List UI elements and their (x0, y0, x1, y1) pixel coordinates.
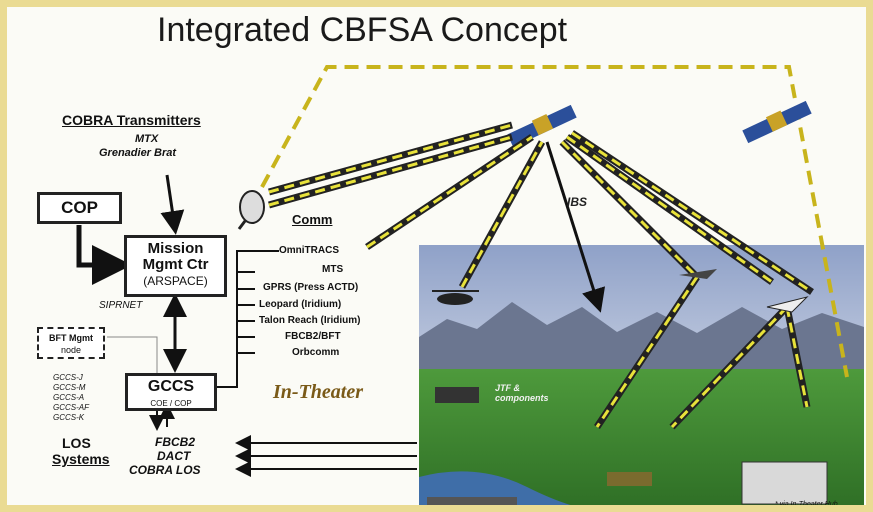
los-line-2: Systems (52, 451, 110, 467)
jtf-label: JTF & components (495, 383, 549, 403)
satellite-icon (507, 104, 577, 148)
cobra-line-2: Grenadier Brat (99, 147, 177, 159)
gccs-variant: GCCS-J (53, 373, 83, 382)
bft-mgmt-box: BFT Mgmt node (37, 327, 105, 359)
comm-link-item: Orbcomm (292, 347, 340, 358)
jet-icon (679, 269, 717, 279)
comm-link-item: GPRS (Press ACTD) (263, 282, 359, 293)
cobra-heading: COBRA Transmitters (62, 112, 201, 128)
footnote: * via In-Theater Hub (775, 501, 838, 508)
mission-line-3: (ARSPACE) (143, 274, 208, 288)
diagram-title: Integrated CBFSA Concept (157, 11, 568, 49)
los-link-item: COBRA LOS (129, 463, 201, 477)
mission-line-2: Mgmt Ctr (142, 256, 209, 273)
ibs-label: IBS (567, 195, 588, 209)
los-link-item: DACT (157, 449, 191, 463)
gccs-title: GCCS (147, 378, 195, 395)
comm-link-item: Talon Reach (Iridium) (259, 315, 361, 326)
concept-graphic (76, 65, 864, 505)
gccs-variant: GCCS-A (53, 393, 85, 402)
in-theater-label: In-Theater (273, 381, 363, 403)
gccs-subtitle: COE / COP (150, 399, 192, 408)
mission-line-1: Mission (147, 240, 204, 257)
in-theater-scene (419, 245, 864, 505)
gccs-box: GCCS COE / COP (125, 373, 217, 411)
siprnet-label: SIPRNET (99, 300, 143, 311)
satellite-dish-icon (237, 190, 265, 230)
bft-line-1: BFT Mgmt (49, 333, 93, 343)
cop-label: COP (61, 198, 98, 217)
comm-link-item: MTS (322, 264, 344, 275)
helicopter-icon (432, 290, 479, 305)
cop-box: COP (37, 192, 122, 224)
comm-link-item: Leopard (Iridium) (259, 299, 342, 310)
los-link-item: FBCB2 (155, 435, 196, 449)
aircraft-icon (766, 296, 809, 313)
comm-link-item: OmniTRACS (279, 245, 339, 256)
los-line-1: LOS (62, 435, 91, 451)
bft-line-2: node (60, 345, 82, 355)
gccs-variant: GCCS-M (53, 383, 86, 392)
satellite-icon (742, 100, 812, 144)
comm-label: Comm (292, 212, 333, 227)
gccs-variant: GCCS-AF (53, 403, 89, 412)
gccs-variant: GCCS-K (53, 413, 85, 422)
comm-link-item: FBCB2/BFT (285, 331, 341, 342)
cobra-line-1: MTX (135, 133, 159, 145)
mission-mgmt-box: Mission Mgmt Ctr (ARSPACE) (124, 235, 227, 297)
